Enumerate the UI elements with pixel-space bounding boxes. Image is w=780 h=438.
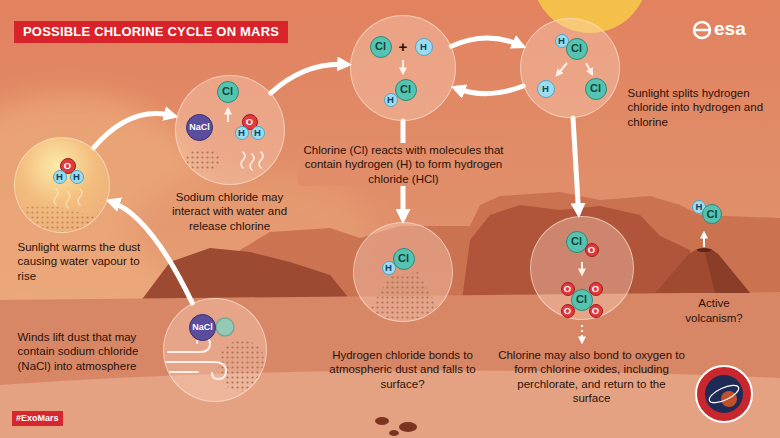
esa-logo-mark	[694, 22, 710, 38]
left-ridge	[140, 248, 352, 302]
mission-patch	[696, 366, 752, 422]
atom: H	[235, 126, 249, 140]
atom-symbol: H	[385, 263, 392, 273]
logo-text: esa	[714, 18, 746, 40]
volcano-slope	[704, 249, 750, 293]
hashtag-tag: #ExoMars	[12, 411, 63, 426]
volcano-gas-art	[704, 233, 705, 247]
atom-symbol: H	[558, 36, 565, 46]
atom-symbol: O	[564, 306, 571, 316]
atom: NaCl	[186, 114, 213, 141]
atom-symbol: Cl	[375, 41, 386, 52]
step-caption: Sunlight warms the dust causing water va…	[18, 240, 143, 284]
atom: Cl	[393, 248, 415, 270]
atom: O	[589, 304, 603, 318]
atom-symbol: H	[238, 128, 245, 138]
cycle-arrow	[456, 86, 523, 94]
cycle-arrow	[573, 118, 579, 212]
atom-symbol: Cl	[576, 294, 587, 305]
atom: H	[384, 93, 398, 107]
atom-symbol: H	[420, 42, 427, 52]
atom: H	[251, 126, 265, 140]
atom-symbol: Cl	[590, 83, 601, 94]
step-caption: Hydrogen chloride bonds to atmospheric d…	[320, 348, 486, 392]
atom: Cl	[585, 78, 607, 100]
volcano-slope	[655, 249, 750, 293]
atom-symbol: Cl	[398, 253, 409, 264]
atom: H	[537, 80, 555, 98]
atom-symbol: O	[588, 245, 595, 255]
crater	[697, 248, 711, 252]
cycle-arrow	[271, 64, 346, 93]
atom-symbol: Cl	[571, 236, 582, 247]
cycle-step-circle: Sunlight warms the dust causing water va…	[14, 137, 110, 233]
atom: Cl	[370, 36, 392, 58]
atom: Cl	[566, 38, 588, 60]
cycle-arrow	[93, 114, 173, 149]
atom-symbol: O	[592, 306, 599, 316]
atom-symbol: Cl	[222, 86, 233, 97]
step-caption: Winds lift dust that may contain sodium …	[18, 330, 160, 374]
step-caption: Sodium chloride may interact with water …	[165, 190, 295, 234]
cycle-arrow	[451, 38, 521, 46]
atom-symbol: H	[254, 128, 261, 138]
atom: Cl	[702, 204, 722, 224]
volcano: Active volcanism?HCl	[655, 198, 750, 293]
step-caption: Sunlight splits hydrogen chloride into h…	[628, 86, 768, 130]
atom: O	[561, 304, 575, 318]
atom: Cl	[395, 79, 417, 101]
atom-symbol: Cl	[571, 43, 582, 54]
atom: H	[415, 38, 433, 56]
cycle-step-circle: Chlorine may also bond to oxygen to form…	[530, 216, 634, 320]
atom-symbol: O	[246, 117, 253, 127]
cycle-step-circle: Sodium chloride may interact with water …	[175, 75, 285, 185]
cycle-step-circle: Sunlight splits hydrogen chloride into h…	[520, 18, 620, 118]
atom-symbol: H	[542, 84, 549, 94]
atom: H	[70, 170, 84, 184]
atom-symbol: NaCl	[189, 123, 210, 132]
atom-symbol: H	[56, 172, 63, 182]
atom-symbol: Cl	[400, 84, 411, 95]
step-caption: Chlorine (Cl) reacts with molecules that…	[298, 143, 510, 187]
diagram-title: POSSIBLE CHLORINE CYCLE ON MARS	[14, 21, 288, 43]
atom: NaCl	[189, 314, 216, 341]
cycle-step-circle: Chlorine (Cl) reacts with molecules that…	[350, 15, 456, 121]
atom-symbol: O	[564, 284, 571, 294]
atom-symbol: H	[73, 172, 80, 182]
cycle-step-circle: Winds lift dust that may contain sodium …	[163, 298, 267, 402]
atom: Cl	[217, 81, 239, 103]
atom: H	[53, 170, 67, 184]
atom: O	[585, 243, 599, 257]
step-caption: Active volcanism?	[676, 296, 752, 325]
rocks	[375, 417, 417, 436]
atom-symbol: NaCl	[192, 323, 213, 332]
cycle-step-circle: Hydrogen chloride bonds to atmospheric d…	[353, 222, 453, 322]
atom-symbol: O	[592, 284, 599, 294]
atom-symbol: O	[64, 161, 71, 171]
atom-symbol: Cl	[707, 209, 718, 220]
atom-symbol: H	[387, 95, 394, 105]
step-caption: Chlorine may also bond to oxygen to form…	[498, 348, 686, 406]
